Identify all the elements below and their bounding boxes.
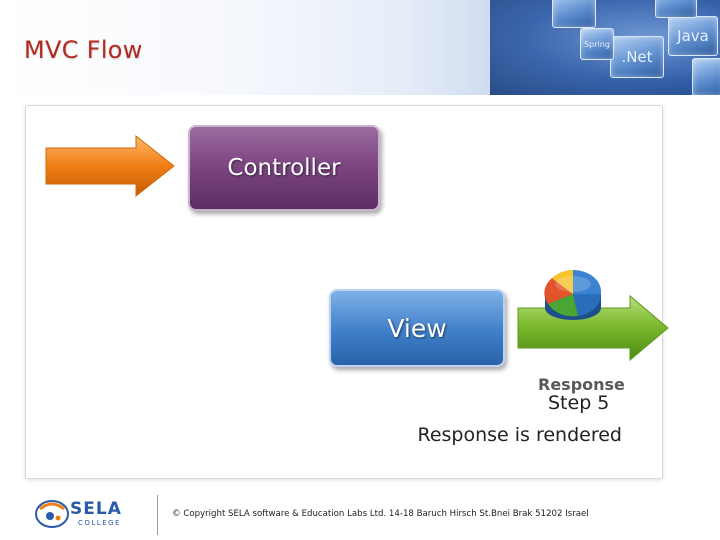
cube-label: .Net <box>621 48 653 66</box>
header-cube <box>692 58 720 95</box>
controller-box: Controller <box>188 125 380 211</box>
cube-label: Java <box>677 27 709 45</box>
footer-divider <box>157 495 158 535</box>
step-description: Response is rendered <box>417 424 622 446</box>
response-label: Response <box>538 375 625 394</box>
header-cube <box>655 0 697 18</box>
copyright-text: © Copyright SELA software & Education La… <box>172 509 589 519</box>
header-cube: Java <box>668 16 718 56</box>
step-title: Step 5 <box>548 392 610 414</box>
arrow-right-icon <box>45 134 175 198</box>
view-box: View <box>329 289 505 367</box>
page-title: MVC Flow <box>24 36 143 64</box>
pie-chart-icon <box>544 269 602 320</box>
header-cube: .Net <box>610 36 664 78</box>
footer: SELA COLLEGE © Copyright SELA software &… <box>0 492 720 540</box>
view-label: View <box>387 313 447 343</box>
controller-label: Controller <box>227 155 341 181</box>
sela-logo-icon <box>35 500 69 528</box>
slide-header: .Net Java Spring MVC Flow <box>0 0 720 95</box>
logo-text: SELA <box>70 499 122 519</box>
cube-label: Spring <box>584 39 610 49</box>
logo-subtext: COLLEGE <box>78 519 121 527</box>
header-cube <box>552 0 596 28</box>
header-cube: Spring <box>580 28 614 60</box>
